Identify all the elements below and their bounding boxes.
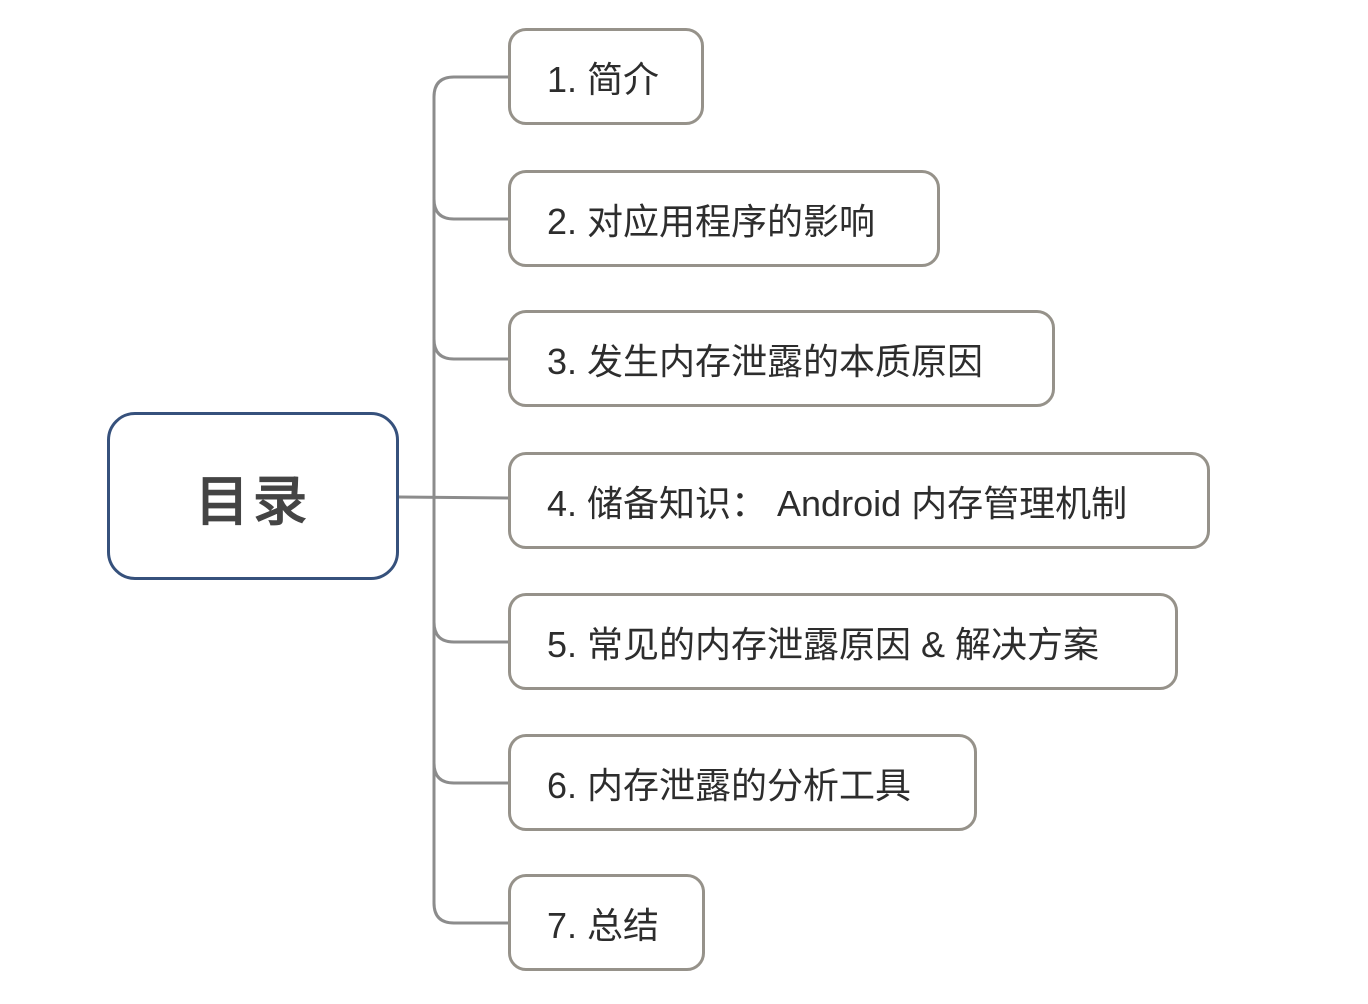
branch-node-label: 7. 总结 <box>547 904 660 946</box>
branch-node-7[interactable]: 7. 总结 <box>508 874 705 971</box>
connector-branch-6 <box>432 761 510 785</box>
connector-branch-2 <box>432 197 510 221</box>
branch-node-label: 3. 发生内存泄露的本质原因 <box>547 340 984 382</box>
branch-node-6[interactable]: 6. 内存泄露的分析工具 <box>508 734 977 831</box>
branch-node-label: 5. 常见的内存泄露原因 & 解决方案 <box>547 623 1100 665</box>
branch-node-2[interactable]: 2. 对应用程序的影响 <box>508 170 940 267</box>
branch-node-label: 6. 内存泄露的分析工具 <box>547 764 912 806</box>
branch-node-3[interactable]: 3. 发生内存泄露的本质原因 <box>508 310 1055 407</box>
connector-branch-4-root-link <box>397 495 510 500</box>
branch-node-label: 4. 储备知识： Android 内存管理机制 <box>547 482 1128 524</box>
root-node-label: 目录 <box>195 471 311 532</box>
branch-node-1[interactable]: 1. 简介 <box>508 28 704 125</box>
connector-branch-3 <box>432 337 510 361</box>
connector-branch-7 <box>432 901 510 925</box>
branch-node-label: 1. 简介 <box>547 58 660 100</box>
branch-node-4[interactable]: 4. 储备知识： Android 内存管理机制 <box>508 452 1210 549</box>
root-node[interactable]: 目录 <box>107 412 399 580</box>
branch-node-5[interactable]: 5. 常见的内存泄露原因 & 解决方案 <box>508 593 1178 690</box>
branch-node-label: 2. 对应用程序的影响 <box>547 200 876 242</box>
connector-branch-5 <box>432 620 510 644</box>
connector-branch-1 <box>432 75 510 99</box>
